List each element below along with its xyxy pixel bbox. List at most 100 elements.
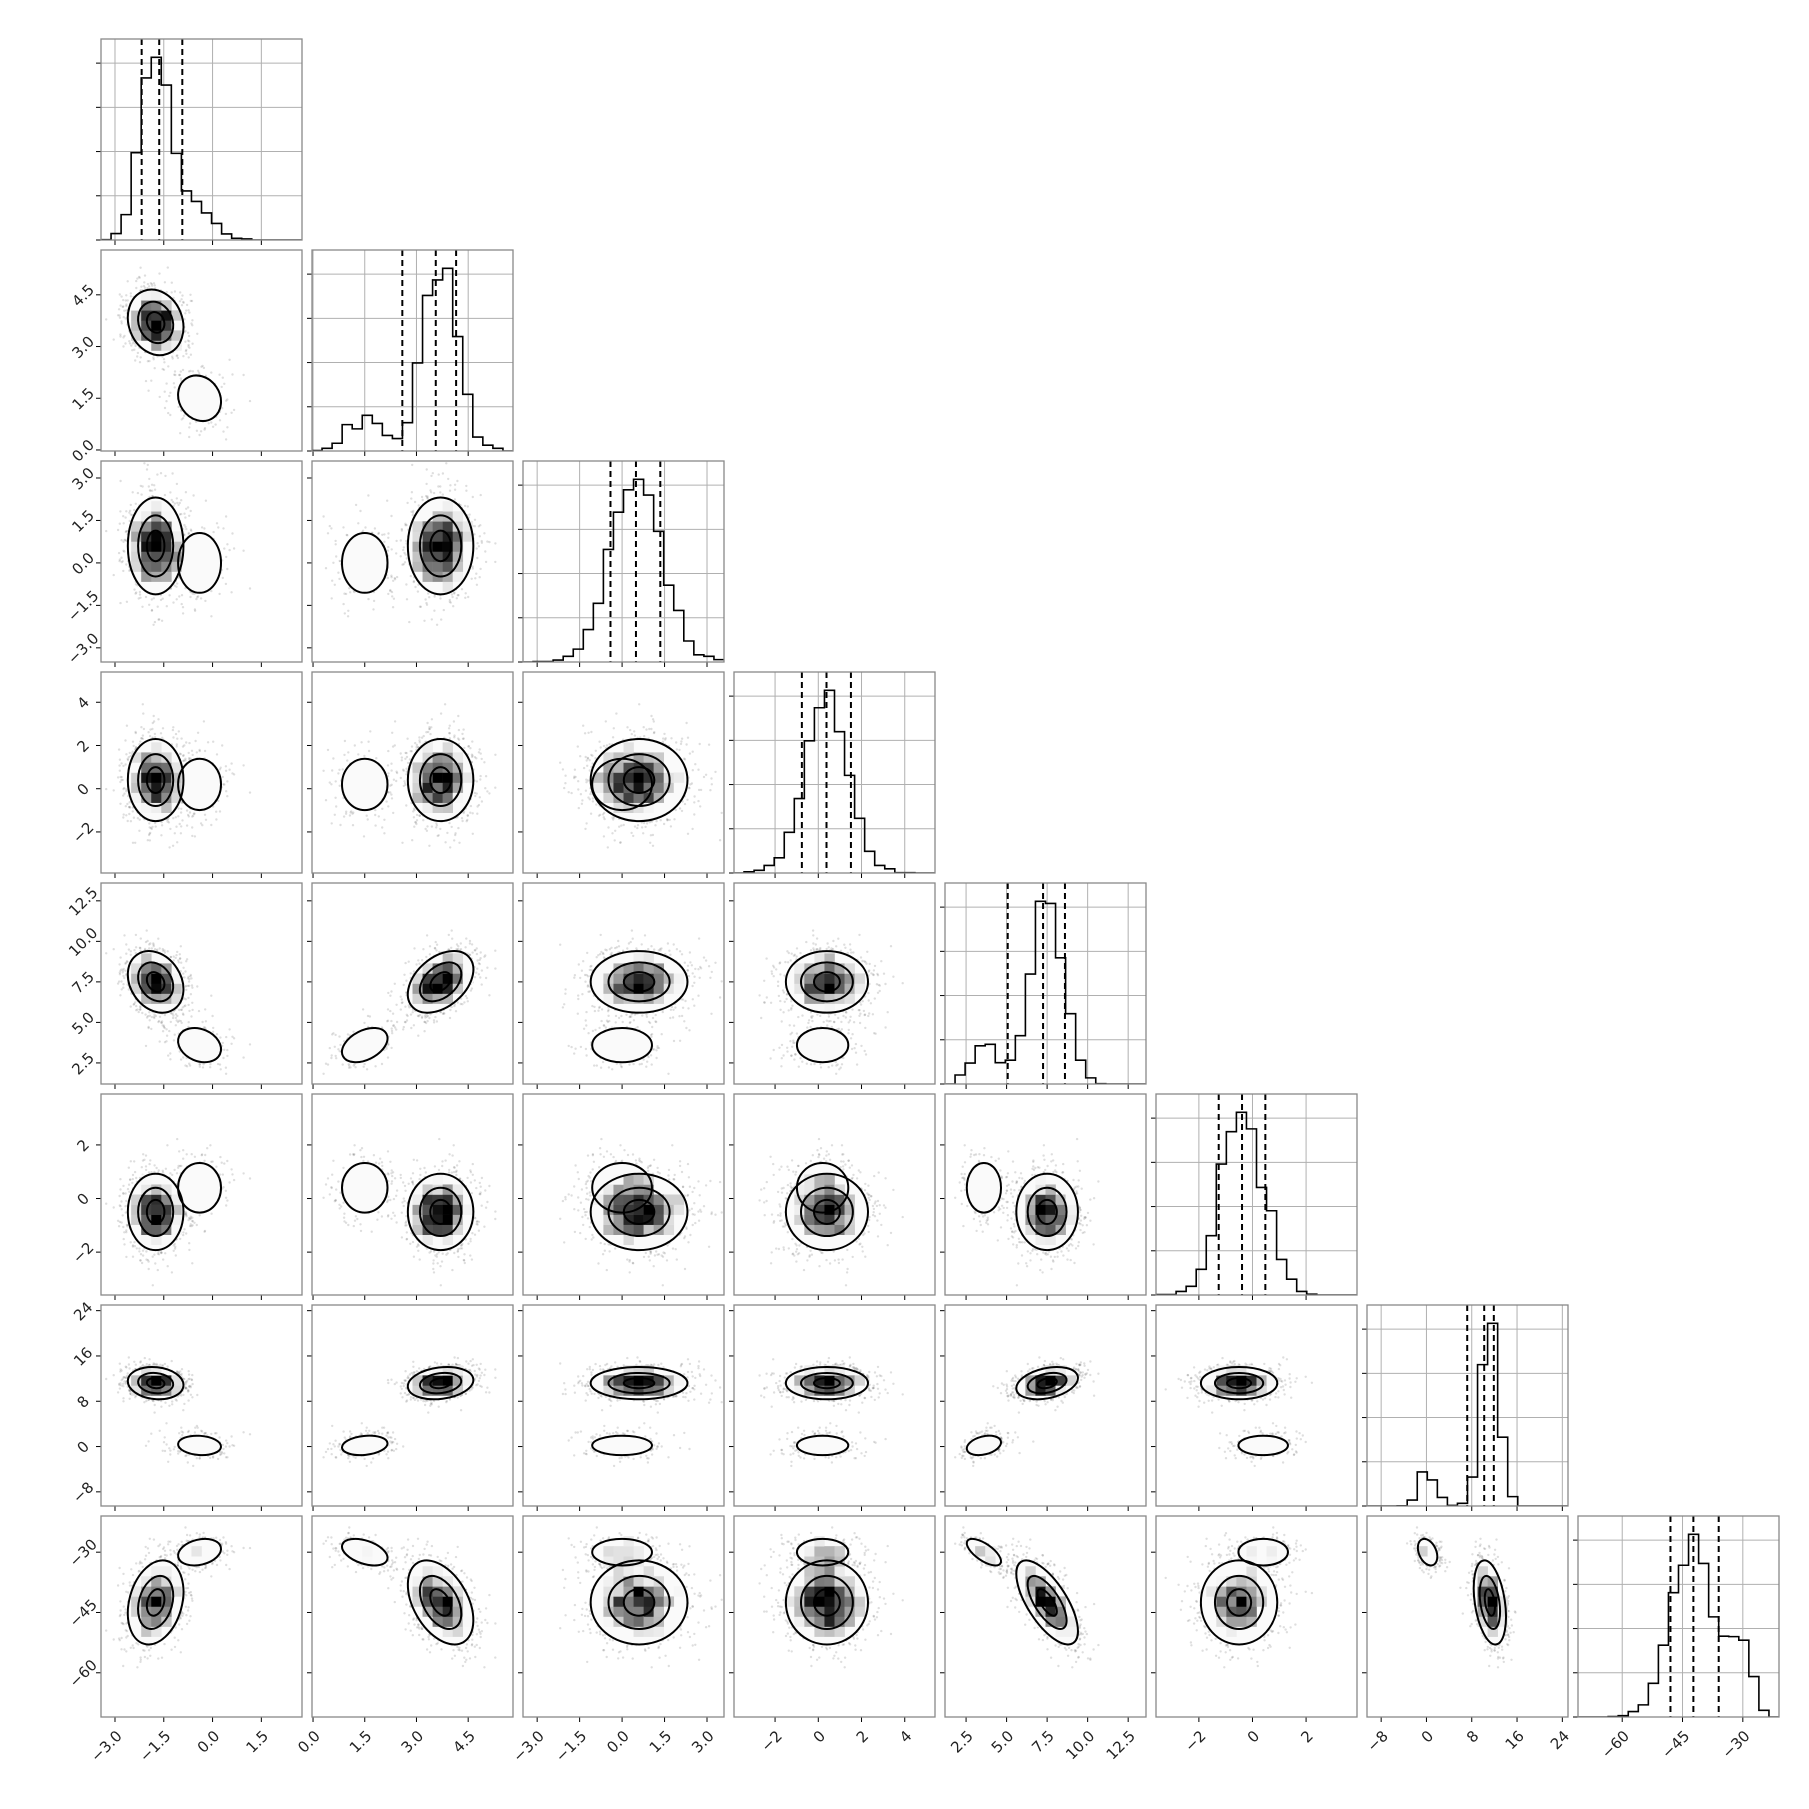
sample-point — [402, 546, 405, 549]
sample-point — [198, 749, 201, 753]
sample-point — [248, 399, 252, 403]
sample-point — [189, 369, 192, 373]
sample-point — [473, 525, 476, 528]
sample-point — [138, 593, 142, 596]
sample-point — [194, 739, 197, 743]
sample-point — [149, 728, 152, 731]
density-bin — [432, 541, 443, 552]
sample-point — [494, 542, 497, 545]
sample-point — [139, 356, 142, 359]
sample-point — [120, 322, 123, 325]
sample-point — [185, 352, 188, 355]
sample-point — [218, 592, 221, 596]
sample-point — [173, 386, 176, 389]
sample-point — [141, 734, 145, 737]
sample-point — [200, 526, 204, 529]
sample-point — [180, 298, 183, 301]
sample-point — [390, 548, 393, 551]
sample-point — [404, 524, 407, 527]
sample-point — [130, 344, 133, 347]
sample-point — [217, 526, 220, 529]
sample-point — [225, 399, 228, 402]
sample-point — [231, 532, 234, 535]
sample-point — [423, 619, 426, 622]
sample-point — [226, 567, 229, 571]
sample-point — [453, 591, 456, 594]
sample-point — [188, 422, 192, 425]
density-bin — [151, 521, 162, 532]
sample-point — [184, 329, 187, 333]
sample-point — [136, 817, 140, 820]
sample-point — [178, 501, 181, 505]
sample-point — [420, 495, 424, 499]
sample-point — [453, 483, 457, 486]
sample-point — [477, 525, 481, 528]
density-bin — [171, 551, 182, 562]
density-bin — [161, 531, 172, 542]
sample-point — [215, 818, 218, 821]
sample-point — [133, 508, 136, 512]
sample-point — [475, 547, 478, 550]
sample-point — [123, 334, 126, 338]
sample-point — [151, 494, 154, 498]
density-bin — [161, 511, 172, 522]
density-bin — [151, 290, 162, 301]
density-bin — [412, 561, 423, 572]
sample-point — [432, 491, 436, 495]
sample-point — [188, 514, 191, 517]
sample-point — [121, 305, 124, 309]
sample-point — [218, 768, 222, 771]
sample-point — [322, 515, 325, 518]
contour-line — [137, 514, 175, 578]
sample-point — [135, 286, 138, 290]
sample-point — [199, 822, 203, 825]
sample-point — [210, 615, 213, 618]
sample-point — [192, 814, 195, 817]
sample-point — [138, 818, 141, 821]
panel-content — [101, 39, 302, 240]
sample-point — [347, 609, 350, 612]
sample-point — [131, 349, 134, 352]
sample-point — [484, 560, 488, 564]
sample-point — [171, 355, 174, 358]
sample-point — [180, 499, 183, 502]
sample-point — [389, 588, 392, 592]
sample-point — [123, 309, 126, 312]
sample-point — [123, 538, 126, 542]
contour-line — [145, 529, 166, 563]
sample-point — [467, 595, 470, 599]
sample-point — [120, 561, 123, 564]
contour-line — [406, 496, 475, 596]
sample-point — [221, 407, 224, 410]
sample-point — [343, 592, 346, 595]
sample-point — [124, 538, 127, 542]
sample-point — [123, 786, 126, 790]
sample-point — [437, 485, 440, 488]
density-bin — [131, 541, 142, 552]
sample-point — [134, 344, 137, 348]
sample-point — [430, 474, 433, 478]
sample-point — [387, 545, 390, 549]
sample-point — [187, 532, 190, 536]
sample-point — [169, 491, 172, 494]
sample-point — [191, 592, 194, 595]
density-bin — [442, 541, 453, 552]
sample-point — [405, 583, 408, 586]
sample-point — [161, 736, 164, 739]
sample-point — [486, 540, 489, 543]
sample-point — [390, 574, 393, 577]
sample-point — [202, 366, 206, 370]
sample-point — [139, 484, 142, 488]
sample-point — [182, 301, 185, 304]
sample-point — [176, 582, 179, 585]
sample-point — [150, 282, 153, 286]
sample-point — [173, 370, 177, 373]
density-bin — [412, 541, 423, 552]
contour-line — [137, 300, 175, 345]
sample-point — [120, 295, 123, 298]
sample-point — [224, 515, 228, 518]
density-bin — [161, 571, 172, 582]
sample-point — [228, 548, 231, 552]
sample-point — [120, 775, 123, 779]
